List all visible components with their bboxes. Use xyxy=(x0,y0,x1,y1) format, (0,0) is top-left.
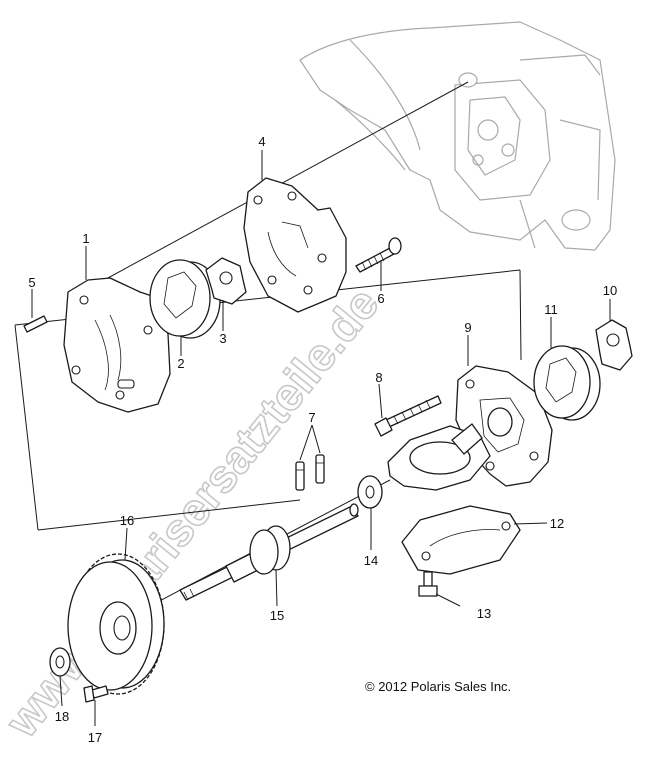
callout-15: 15 xyxy=(270,608,284,623)
washer-14 xyxy=(357,475,383,509)
callout-10: 10 xyxy=(603,283,617,298)
callout-18: 18 xyxy=(55,709,69,724)
callout-3: 3 xyxy=(219,331,226,346)
callout-17: 17 xyxy=(88,730,102,745)
callout-5: 5 xyxy=(28,275,35,290)
gear-bolt xyxy=(83,685,109,703)
callout-8: 8 xyxy=(375,370,382,385)
pump-housing-plate xyxy=(63,277,171,413)
inner-rotor xyxy=(205,257,247,305)
callout-1: 1 xyxy=(82,231,89,246)
leader-lines xyxy=(31,150,611,726)
callout-16: 16 xyxy=(120,513,134,528)
callout-11: 11 xyxy=(544,302,558,317)
callout-13: 13 xyxy=(477,606,491,621)
scavenge-inner-rotor xyxy=(595,319,633,371)
pump-shaft xyxy=(179,503,359,601)
engine-case-outline xyxy=(299,21,616,251)
drive-pins xyxy=(295,454,325,491)
drive-gear xyxy=(67,553,165,695)
callout-labels: 1 2 3 4 5 6 7 8 9 10 11 12 13 14 15 16 1… xyxy=(28,134,617,745)
callout-6: 6 xyxy=(377,291,384,306)
scavenge-outer-rotor xyxy=(533,345,601,421)
pump-cover-plate xyxy=(243,177,347,313)
callout-7: 7 xyxy=(308,410,315,425)
callout-4: 4 xyxy=(258,134,265,149)
copyright-notice: © 2012 Polaris Sales Inc. xyxy=(365,679,512,694)
callout-9: 9 xyxy=(464,320,471,335)
callout-12: 12 xyxy=(550,516,564,531)
callout-2: 2 xyxy=(177,356,184,371)
pump-cover-screw xyxy=(355,237,402,273)
callout-14: 14 xyxy=(364,553,378,568)
gasket-screw xyxy=(418,571,438,597)
dowel-pin xyxy=(23,315,48,333)
long-bolt xyxy=(374,395,442,437)
pickup-gasket xyxy=(401,505,521,575)
pump-body xyxy=(387,365,553,491)
gear-washer xyxy=(49,647,71,677)
